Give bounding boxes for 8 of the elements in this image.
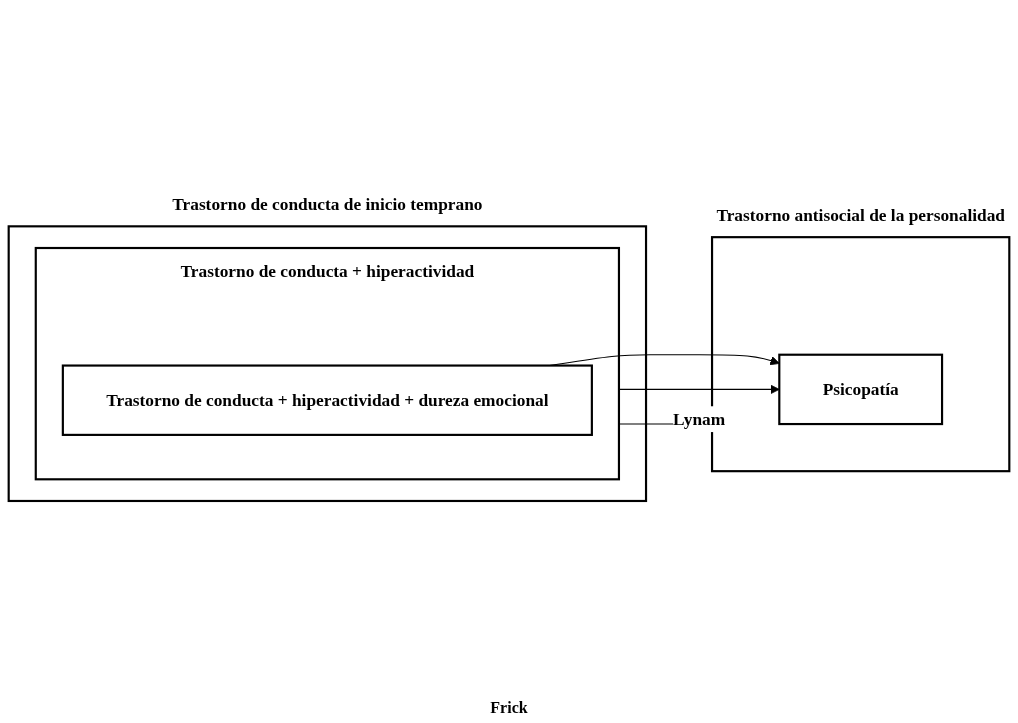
edge-label: Lynam: [673, 409, 726, 429]
cluster: [7, 225, 648, 503]
bracket-label: Frick: [490, 699, 528, 716]
node-label: Trastorno de conducta de inicio temprano: [172, 195, 483, 214]
node-label: Trastorno antisocial de la personalidad: [716, 205, 1005, 225]
arrow: [618, 384, 780, 395]
node-box: Psicopatía: [778, 353, 944, 426]
node-box: Trastorno de conducta + hiperactividad + dureza emocional: [61, 364, 593, 437]
